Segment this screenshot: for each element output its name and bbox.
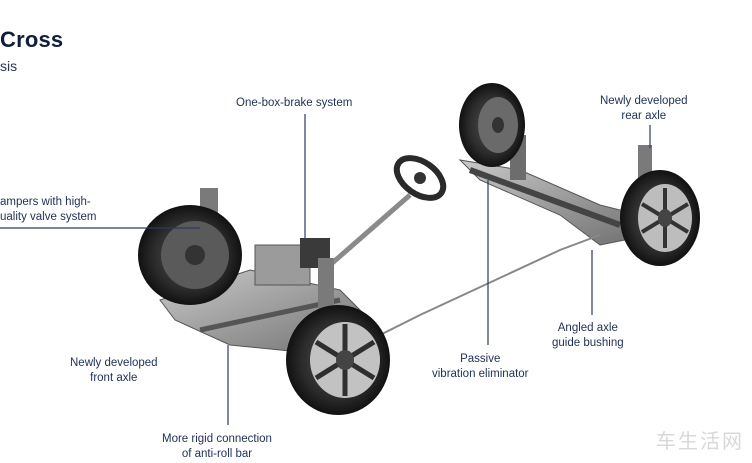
callout-front-axle-line1: Newly developed bbox=[70, 357, 158, 369]
front-left-wheel bbox=[138, 205, 242, 305]
front-right-wheel bbox=[286, 305, 390, 415]
callout-bushing-line2: guide bushing bbox=[552, 337, 624, 349]
callout-front-axle-line2: front axle bbox=[90, 372, 138, 384]
rear-left-wheel bbox=[459, 83, 525, 167]
callout-antiroll-line2: of anti-roll bar bbox=[181, 448, 253, 460]
front-right-damper bbox=[318, 258, 334, 318]
callout-dampers-line2: uality valve system bbox=[0, 211, 97, 223]
callout-rear-axle: Newly developed rear axle bbox=[600, 94, 688, 124]
callout-rear-axle-line2: rear axle bbox=[621, 110, 667, 122]
callout-dampers: ampers with high- uality valve system bbox=[0, 195, 97, 225]
callout-brake: One-box-brake system bbox=[236, 96, 352, 111]
callout-passive-line1: Passive bbox=[460, 353, 501, 365]
watermark: 车生活网 bbox=[656, 429, 744, 453]
page-subtitle: sis bbox=[0, 58, 18, 74]
callout-front-axle: Newly developed front axle bbox=[70, 356, 158, 386]
callout-antiroll-line1: More rigid connection bbox=[162, 433, 272, 445]
callout-bushing-line1: Angled axle bbox=[557, 322, 618, 334]
leader-lines bbox=[0, 114, 651, 425]
callout-rear-axle-line1: Newly developed bbox=[600, 95, 688, 107]
callout-passive: Passive vibration eliminator bbox=[432, 352, 529, 382]
steering bbox=[328, 155, 447, 267]
callout-passive-line2: vibration eliminator bbox=[432, 368, 529, 380]
page-title: Cross bbox=[0, 27, 64, 52]
callout-brake-text: One-box-brake system bbox=[236, 97, 353, 109]
callout-dampers-line1: ampers with high- bbox=[0, 196, 91, 208]
callout-antiroll: More rigid connection of anti-roll bar bbox=[162, 432, 272, 462]
callout-bushing: Angled axle guide bushing bbox=[552, 321, 624, 351]
rear-right-wheel bbox=[620, 170, 700, 266]
